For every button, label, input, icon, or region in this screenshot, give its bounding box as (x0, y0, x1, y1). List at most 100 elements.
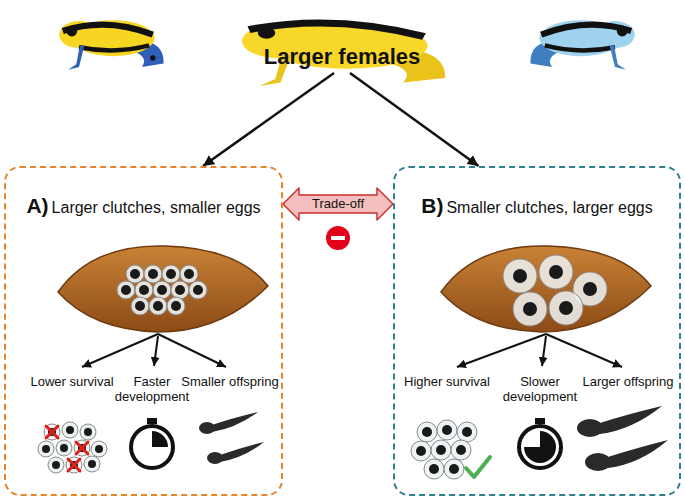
eggs-alive-icon (449, 464, 459, 474)
leader-arrows (542, 336, 546, 366)
frog-left (150, 55, 155, 60)
heading-row: Larger females (258, 44, 427, 70)
leaf-small-eggs (139, 285, 149, 295)
leaf-large-eggs (549, 291, 583, 325)
leaf-large-eggs (539, 255, 573, 289)
stopwatch-slow (524, 431, 556, 463)
heading-row: A)Larger clutches, smaller eggs (6, 194, 281, 218)
eggs-alive-icon (429, 464, 439, 474)
option-panel: A)Larger clutches, smaller eggs (4, 166, 283, 496)
eggs-alive-icon (457, 422, 477, 442)
leaf-small-eggs (121, 285, 131, 295)
leaf-large-eggs (513, 269, 527, 283)
panel-letter: A) (26, 194, 48, 217)
eggs-alive-icon (417, 422, 437, 442)
frog-left (79, 45, 149, 50)
leaf-large-eggs (559, 301, 573, 315)
leaf-large-eggs (583, 282, 597, 296)
leaf-small-eggs (189, 281, 207, 299)
stopwatch-fast (131, 426, 173, 468)
tadpoles-small (220, 442, 264, 462)
stopwatch-slow (519, 426, 561, 468)
leaf-large-eggs (549, 265, 563, 279)
eggs-alive-icon (422, 427, 432, 437)
eggs-alive-icon (424, 459, 444, 479)
frog-right (545, 45, 615, 50)
leaf-large-eggs (503, 255, 607, 326)
leaf-small-eggs (121, 269, 203, 311)
tadpoles-large (577, 406, 668, 471)
leaf-small-eggs (58, 246, 268, 332)
eggs-dead-icon (80, 424, 96, 440)
minus-sign (326, 226, 350, 250)
eggs-alive-icon (416, 425, 472, 474)
eggs-dead-icon (46, 426, 58, 438)
panel-heading: Smaller clutches, larger eggs (446, 199, 652, 216)
eggs-dead-icon (46, 426, 58, 438)
eggs-dead-icon (91, 441, 107, 457)
tadpoles-small (212, 412, 258, 432)
leaf-small-eggs (167, 297, 185, 315)
leaf-small-eggs (126, 265, 144, 283)
leader-arrows (154, 336, 158, 366)
tadpoles-large (608, 440, 668, 468)
edge-label: Trade-off (310, 197, 366, 211)
group-title: Larger females (264, 44, 421, 69)
eggs-dead-icon (46, 426, 88, 471)
leaf-small-eggs (162, 265, 180, 283)
eggs-alive-icon (466, 457, 490, 477)
leader-arrows (457, 334, 546, 367)
leaf-small-eggs (148, 269, 158, 279)
leaf-large-eggs (523, 302, 537, 316)
leaf-small-eggs (153, 301, 163, 311)
eggs-alive-icon (431, 440, 451, 460)
eggs-dead-icon (84, 428, 92, 436)
eggs-dead-icon (60, 444, 68, 452)
stopwatch-fast (131, 418, 173, 468)
leaf-small-eggs (171, 301, 181, 311)
outcome-label: Higher survival (404, 374, 490, 389)
leaf-large-eggs (441, 246, 651, 332)
leaf-small-eggs (153, 281, 171, 299)
eggs-alive-icon (451, 440, 471, 460)
leaf-small-eggs (171, 281, 189, 299)
eggs-dead-icon (68, 459, 80, 471)
eggs-alive-icon (416, 446, 426, 456)
frog-right (610, 45, 626, 69)
eggs-dead-icon (38, 422, 107, 473)
leaf-small-eggs (117, 265, 207, 315)
leaf-small-eggs (149, 297, 167, 315)
outcome-label: Lower survival (30, 374, 113, 389)
eggs-dead-icon (76, 442, 88, 454)
leaf-large-eggs (513, 265, 597, 316)
eggs-dead-icon (68, 459, 80, 471)
leaf-small-eggs (193, 285, 203, 295)
eggs-dead-icon (42, 445, 50, 453)
leaf-small-eggs (180, 265, 198, 283)
eggs-dead-icon (48, 457, 64, 473)
leader-arrows (82, 334, 622, 367)
frog-center (258, 27, 276, 39)
leaf-small-eggs (157, 285, 167, 295)
leader-arrows (546, 334, 622, 367)
leaf-large-eggs (503, 259, 537, 293)
eggs-dead-icon (95, 445, 103, 453)
tadpoles-large (585, 453, 611, 471)
frog-left (59, 20, 163, 70)
heading-row: B)Smaller clutches, larger eggs (395, 194, 679, 218)
eggs-alive-icon (411, 441, 431, 461)
eggs-dead-icon (66, 457, 82, 473)
eggs-alive-icon (442, 425, 452, 435)
eggs-dead-icon (62, 422, 78, 438)
leader-arrows (158, 334, 226, 367)
stopwatch-slow (535, 418, 545, 424)
flow-arrow (203, 73, 334, 166)
eggs-dead-icon (56, 440, 72, 456)
stopwatch-slow (519, 418, 561, 468)
option-panel: B)Smaller clutches, larger eggs (393, 166, 681, 496)
eggs-alive-icon (444, 459, 464, 479)
eggs-alive-icon (462, 427, 472, 437)
eggs-dead-icon (74, 440, 90, 456)
